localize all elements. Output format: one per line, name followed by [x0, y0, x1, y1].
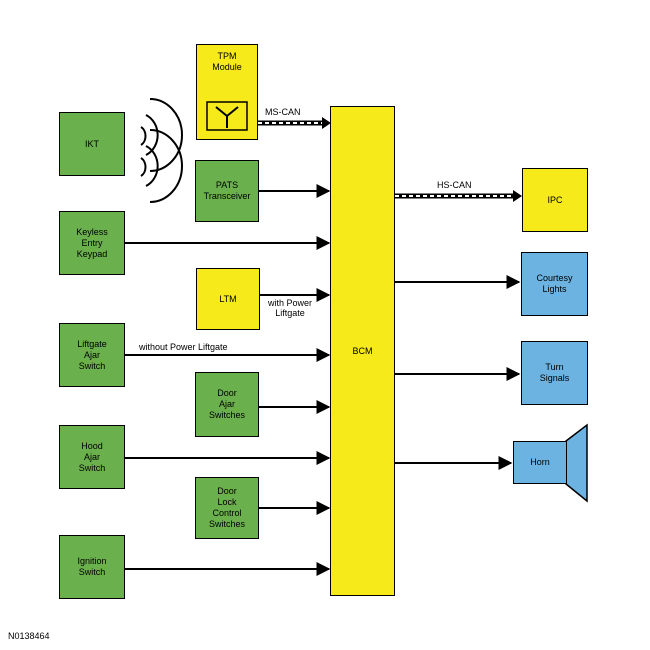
turn-signals-label: Turn Signals [539, 362, 570, 383]
door-ajar-switches-block: Door Ajar Switches [195, 372, 259, 437]
ignition-switch-block: Ignition Switch [59, 535, 125, 599]
door-ajar-switches-label: Door Ajar Switches [208, 388, 245, 420]
without-power-liftgate-label: without Power Liftgate [139, 342, 228, 352]
liftgate-ajar-switch-block: Liftgate Ajar Switch [59, 323, 125, 387]
ikt-block: IKT [59, 112, 125, 176]
pats-transceiver-block: PATS Transceiver [195, 160, 259, 222]
keyless-entry-keypad-label: Keyless Entry Keypad [76, 226, 108, 259]
ms-can-label: MS-CAN [265, 107, 301, 117]
door-lock-control-switches-label: Door Lock Control Switches [208, 486, 245, 529]
ms-can-bus [258, 117, 331, 129]
hood-ajar-switch-label: Hood Ajar Switch [78, 440, 106, 473]
ltm-label: LTM [219, 293, 237, 304]
wireless-waves-icon [140, 98, 183, 203]
bcm-label: BCM [352, 345, 373, 356]
courtesy-lights-label: Courtesy Lights [536, 273, 573, 294]
figure-reference-number: N0138464 [8, 631, 50, 641]
door-lock-control-switches-block: Door Lock Control Switches [195, 477, 259, 539]
ignition-switch-label: Ignition Switch [77, 556, 107, 577]
ipc-block: IPC [522, 168, 588, 232]
horn-block: Horn [513, 441, 567, 484]
hood-ajar-switch-block: Hood Ajar Switch [59, 425, 125, 489]
courtesy-lights-block: Courtesy Lights [521, 252, 588, 316]
hs-can-bus [395, 190, 522, 202]
tpm-module-block: TPM Module [196, 44, 258, 140]
hs-can-label: HS-CAN [437, 180, 472, 190]
keyless-entry-keypad-block: Keyless Entry Keypad [59, 211, 125, 275]
liftgate-ajar-switch-label: Liftgate Ajar Switch [77, 338, 107, 371]
antenna-icon [206, 101, 248, 131]
horn-bell-icon [565, 423, 588, 503]
ltm-block: LTM [196, 268, 260, 330]
with-power-liftgate-label: with Power Liftgate [268, 298, 313, 318]
ipc-label: IPC [547, 194, 563, 205]
turn-signals-block: Turn Signals [521, 341, 588, 405]
pats-transceiver-label: PATS Transceiver [203, 180, 251, 201]
ikt-label: IKT [84, 138, 99, 149]
tpm-module-label: TPM Module [212, 51, 242, 72]
bcm-block: BCM [330, 106, 395, 596]
horn-label: Horn [530, 457, 550, 467]
